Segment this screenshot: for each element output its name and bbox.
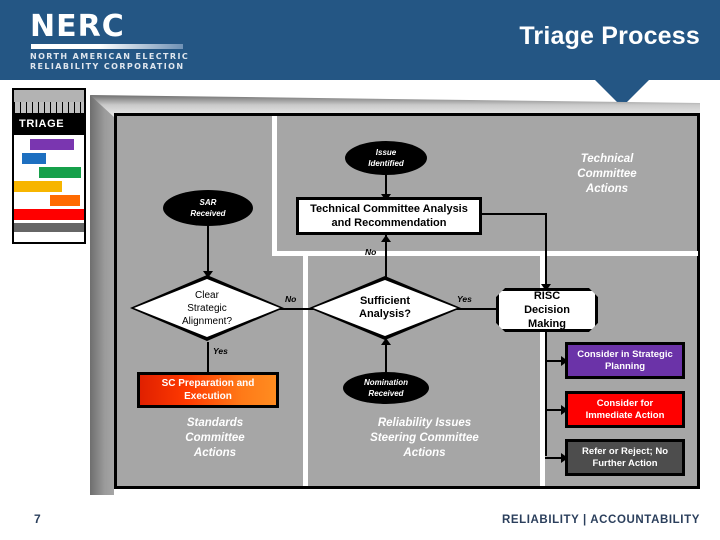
edge-label-no-analysis: No xyxy=(365,247,377,257)
footer-tagline: RELIABILITY | ACCOUNTABILITY xyxy=(501,514,700,526)
node-nomination-line1: Nomination xyxy=(364,378,408,387)
brand-rule xyxy=(31,44,183,49)
node-alignment-line1: Clear xyxy=(195,289,219,301)
connector-risc-down xyxy=(545,329,547,456)
connector-analysis-to-sufficient xyxy=(385,235,387,277)
node-issue-identified[interactable]: Issue Identified xyxy=(345,141,427,175)
brand-wordmark: NERC xyxy=(30,9,125,44)
node-consider-strategic-planning[interactable]: Consider in Strategic Planning xyxy=(565,342,685,379)
node-sar-received[interactable]: SAR Received xyxy=(163,190,253,226)
lane-divider-right-vertical xyxy=(540,256,545,486)
node-immediate-line2: Immediate Action xyxy=(585,409,665,421)
node-sc-prep-line2: Execution xyxy=(184,391,232,402)
lane-caption-tc-line3: Actions xyxy=(585,183,629,195)
side-graphic-gray-row xyxy=(14,223,84,232)
connector-alignment-yes-down xyxy=(207,342,209,380)
node-issue-identified-line2: Identified xyxy=(368,159,404,168)
connector-risc-to-strategic xyxy=(545,360,565,362)
side-graphic-bar-orange xyxy=(50,195,80,206)
node-sufficient-line1: Sufficient xyxy=(359,295,411,307)
diagram-3d-left-face xyxy=(90,95,114,495)
node-technical-analysis-line2: and Recommendation xyxy=(331,217,447,229)
page-title: Triage Process xyxy=(519,22,700,50)
node-consider-immediate-action[interactable]: Consider for Immediate Action xyxy=(565,391,685,428)
lane-caption-standards-committee: Standards Committee Actions xyxy=(131,416,299,461)
arrow-nomination-to-sufficient xyxy=(381,338,391,345)
side-graphic-tick-row xyxy=(14,102,84,113)
node-technical-analysis-line1: Technical Committee Analysis xyxy=(310,203,468,215)
node-technical-analysis[interactable]: Technical Committee Analysis and Recomme… xyxy=(296,197,482,235)
lane-divider-upper-vertical xyxy=(272,116,277,256)
lane-caption-risc-line3: Actions xyxy=(403,447,446,459)
arrow-risc-to-refer xyxy=(561,453,568,463)
connector-sufficient-yes-to-risc xyxy=(415,308,503,310)
lane-caption-tc-line1: Technical xyxy=(580,153,634,165)
side-graphic-bar-purple xyxy=(30,139,74,150)
side-graphic-title-block: TRIAGE xyxy=(14,113,84,135)
lane-divider-upper-horizontal xyxy=(272,251,698,256)
node-refer-line2: Further Action xyxy=(592,457,658,469)
arrow-sar-to-alignment xyxy=(203,271,213,278)
nerc-logo: NERC NORTH AMERICAN ELECTRIC RELIABILITY… xyxy=(30,9,230,72)
connector-risc-to-immediate xyxy=(545,409,565,411)
node-risc-line2: Decision xyxy=(524,304,570,316)
node-risc-line1: RISC xyxy=(533,290,561,302)
decision-label: Clear Strategic Alignment? xyxy=(130,275,284,341)
edge-label-yes-alignment: Yes xyxy=(213,346,228,356)
edge-label-yes-analysis: Yes xyxy=(457,294,472,304)
edge-label-no-alignment: No xyxy=(285,294,297,304)
node-nomination-line2: Received xyxy=(368,389,404,398)
arrow-risc-to-strategic xyxy=(561,356,568,366)
arrow-risc-to-immediate xyxy=(561,405,568,415)
node-sufficient-analysis[interactable]: Sufficient Analysis? xyxy=(309,276,461,340)
connector-nomination-to-sufficient xyxy=(385,344,387,390)
node-nomination-received[interactable]: Nomination Received xyxy=(343,372,429,404)
connector-issue-to-analysis xyxy=(385,173,387,197)
side-graphic-bar-red xyxy=(14,209,84,220)
node-sufficient-line2: Analysis? xyxy=(359,308,411,320)
node-sar-received-line2: Received xyxy=(190,209,226,218)
node-strategic-line2: Planning xyxy=(604,360,646,372)
triage-side-graphic: TRIAGE xyxy=(12,88,86,244)
node-alignment-line3: Alignment? xyxy=(181,315,233,327)
brand-subline-1: NORTH AMERICAN ELECTRIC xyxy=(30,52,190,61)
node-immediate-line1: Consider for xyxy=(596,397,654,409)
lane-caption-technical-committee: Technical Committee Actions xyxy=(517,152,697,197)
node-clear-strategic-alignment[interactable]: Clear Strategic Alignment? xyxy=(130,275,284,341)
arrow-analysis-from-sufficient xyxy=(381,235,391,242)
side-graphic-header-block xyxy=(14,90,84,102)
lane-divider-left-vertical xyxy=(303,256,308,486)
lane-caption-tc-line2: Committee xyxy=(577,168,637,180)
lane-caption-sc-line3: Actions xyxy=(193,447,237,459)
node-sc-prep-line1: SC Preparation and xyxy=(161,378,255,389)
lane-caption-risc-line2: Steering Committee xyxy=(370,432,479,444)
node-alignment-line2: Strategic xyxy=(187,302,227,314)
arrow-analysis-to-risc xyxy=(541,284,551,291)
node-sc-preparation-execution[interactable]: SC Preparation and Execution xyxy=(137,372,279,408)
side-graphic-bar-green xyxy=(39,167,81,178)
connector-analysis-right xyxy=(481,213,547,215)
lane-caption-sc-line1: Standards xyxy=(186,417,244,429)
node-risc-decision-making[interactable]: RISC Decision Making xyxy=(496,288,598,332)
triage-flow-diagram: Technical Committee Actions Standards Co… xyxy=(114,113,700,489)
header-bar xyxy=(0,0,720,80)
connector-risc-to-refer xyxy=(545,457,565,459)
lane-caption-sc-line2: Committee xyxy=(185,432,245,444)
brand-subline-2: RELIABILITY CORPORATION xyxy=(30,62,185,71)
node-issue-identified-line1: Issue xyxy=(375,148,397,157)
lane-caption-risc-line1: Reliability Issues xyxy=(377,417,472,429)
footer-page-number: 7 xyxy=(34,512,41,526)
connector-sar-to-alignment xyxy=(207,222,209,274)
node-risc-line3: Making xyxy=(528,318,566,330)
side-graphic-bar-yellow xyxy=(14,181,62,192)
side-graphic-bar-blue xyxy=(22,153,46,164)
connector-analysis-down-to-risc xyxy=(545,213,547,288)
lane-caption-reliability-issues: Reliability Issues Steering Committee Ac… xyxy=(317,416,532,461)
node-refer-or-reject[interactable]: Refer or Reject; No Further Action xyxy=(565,439,685,476)
side-graphic-title: TRIAGE xyxy=(19,118,65,130)
node-refer-line1: Refer or Reject; No xyxy=(581,445,669,457)
decision-label: Sufficient Analysis? xyxy=(309,276,461,340)
node-sar-received-line1: SAR xyxy=(199,198,217,207)
node-strategic-line1: Consider in Strategic xyxy=(577,348,673,360)
